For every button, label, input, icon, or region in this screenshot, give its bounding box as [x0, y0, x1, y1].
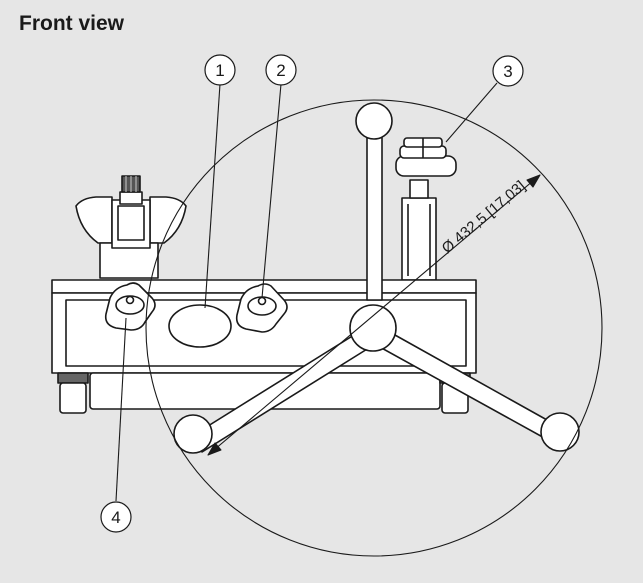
handwheel: [173, 102, 580, 454]
callout-4-number: 4: [111, 508, 120, 527]
center-port: [168, 304, 232, 348]
page-title: Front view: [19, 12, 125, 35]
callout-leaders: [115, 82, 498, 502]
callout-4: 4: [100, 501, 132, 533]
callout-3: 3: [492, 55, 524, 87]
callout-1-number: 1: [215, 61, 224, 80]
knob-right: [235, 283, 288, 333]
test-connector: [395, 137, 457, 281]
rotation-circle: [145, 99, 603, 557]
dimension-label: Ø 432,5 [17,03]: [439, 178, 529, 258]
callout-3-number: 3: [503, 62, 512, 81]
knob-left: [104, 282, 156, 331]
callout-2: 2: [265, 54, 297, 86]
diameter-dimension: [207, 174, 541, 456]
callout-1: 1: [204, 54, 236, 86]
callout-2-number: 2: [276, 61, 285, 80]
left-connector: [75, 175, 187, 279]
